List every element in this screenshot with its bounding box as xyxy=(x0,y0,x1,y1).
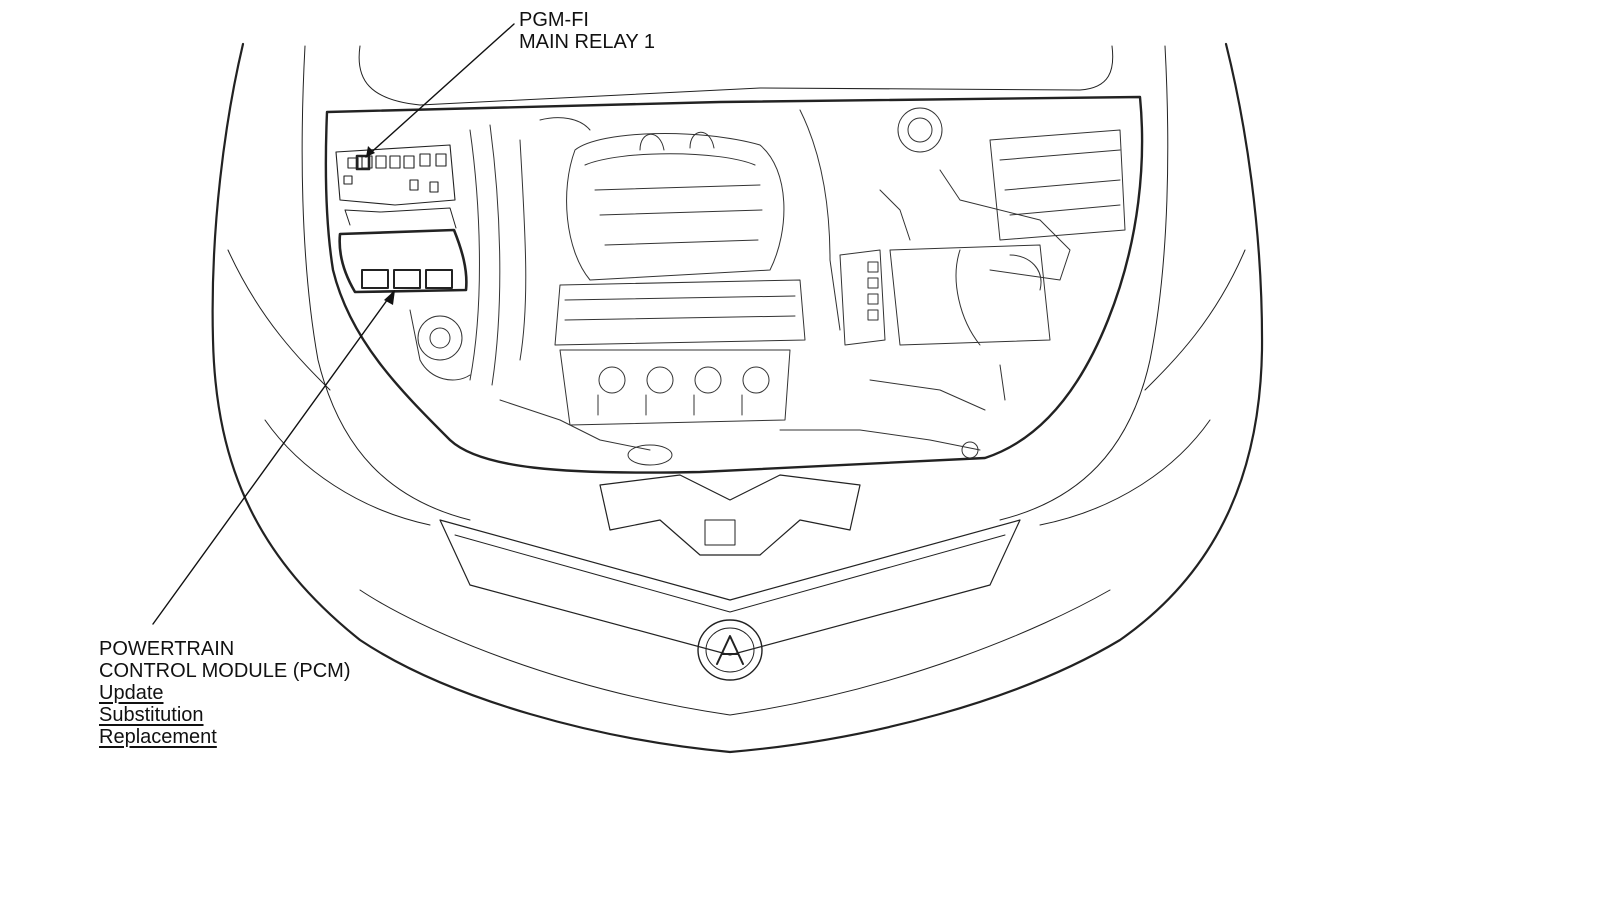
grille xyxy=(439,474,1021,656)
pcm-label-line-2: CONTROL MODULE (PCM) xyxy=(99,660,351,682)
engine-bay-outline xyxy=(324,95,1144,474)
pcm-replacement-link[interactable]: Replacement xyxy=(99,726,217,748)
pcm-label-line-1: POWERTRAIN xyxy=(99,638,235,660)
pcm-callout: POWERTRAIN CONTROL MODULE (PCM) Update S… xyxy=(99,638,350,748)
acura-emblem xyxy=(697,619,763,681)
relay-label-line-2: MAIN RELAY 1 xyxy=(519,31,655,53)
relay-label-line-1: PGM-FI xyxy=(519,9,589,31)
relay-leader-line xyxy=(365,23,515,158)
leader-lines xyxy=(152,23,515,625)
fuse-relay-box xyxy=(335,144,456,206)
pcm-module xyxy=(338,207,468,294)
leader-arrowheads xyxy=(366,146,395,305)
engine-details xyxy=(409,107,1126,466)
pcm-substitution-link[interactable]: Substitution xyxy=(99,704,204,726)
main-relay-1 xyxy=(355,154,371,171)
pcm-update-link[interactable]: Update xyxy=(99,682,164,704)
pcm-leader-line xyxy=(152,291,394,625)
pcm-arrowhead xyxy=(384,290,395,305)
vehicle-front-outline xyxy=(211,42,1264,754)
main-relay-callout: PGM-FI MAIN RELAY 1 xyxy=(519,9,655,53)
relay-arrowhead xyxy=(366,146,375,157)
